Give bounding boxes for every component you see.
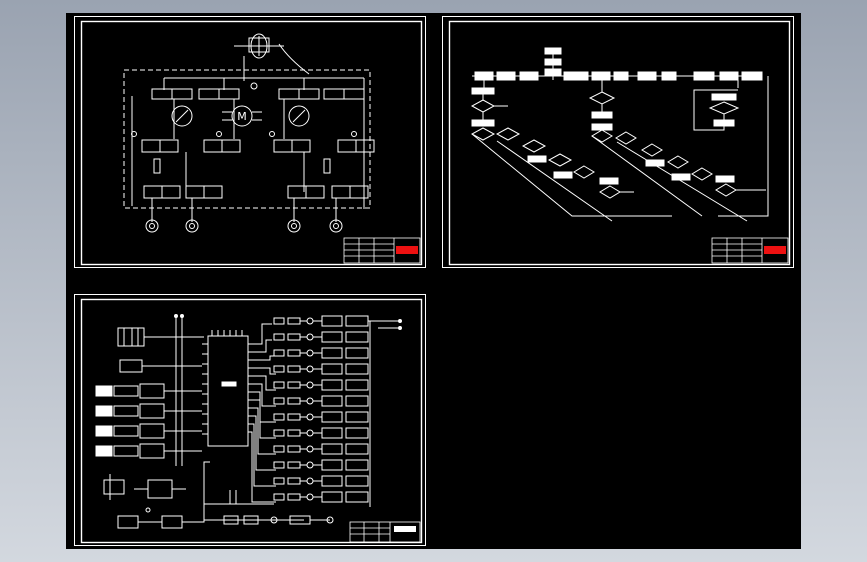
flow-branch-left [470,87,672,222]
valve-upper-right [323,88,365,100]
valve-upper-mid-left [198,88,240,100]
valve-upper-mid-right [278,88,320,100]
valve-upper-left [151,88,193,100]
flow-top-row [472,71,769,217]
power-terminal [117,314,204,466]
output-channels [273,315,402,507]
pump-left [171,105,193,127]
plc-module [202,330,249,447]
bottom-bus [204,490,334,525]
title-block [343,237,421,264]
motor-label: M [237,110,247,123]
control-flowchart-drawing [442,16,794,268]
sheet-control-flowchart[interactable] [442,16,794,268]
actuator-outputs [145,219,343,233]
input-sensors [95,383,202,459]
sheet-plc-wiring-diagram[interactable] [74,294,426,546]
flow-branch-middle [588,91,766,222]
motor [231,105,253,127]
flow-start-blocks [544,47,562,80]
valve-mid-row [141,139,375,153]
output-wiring [248,323,276,503]
plc-wiring-drawing [74,294,426,546]
flow-branch-right [693,89,740,131]
pump-right [288,105,310,127]
title-block [711,237,789,264]
sheet-hydraulic-schematic[interactable]: M [74,16,426,268]
auxiliary-circuit [103,461,210,529]
title-block [349,521,421,543]
valve-lower-row [143,185,369,199]
hydraulic-schematic-drawing: M [74,16,426,268]
